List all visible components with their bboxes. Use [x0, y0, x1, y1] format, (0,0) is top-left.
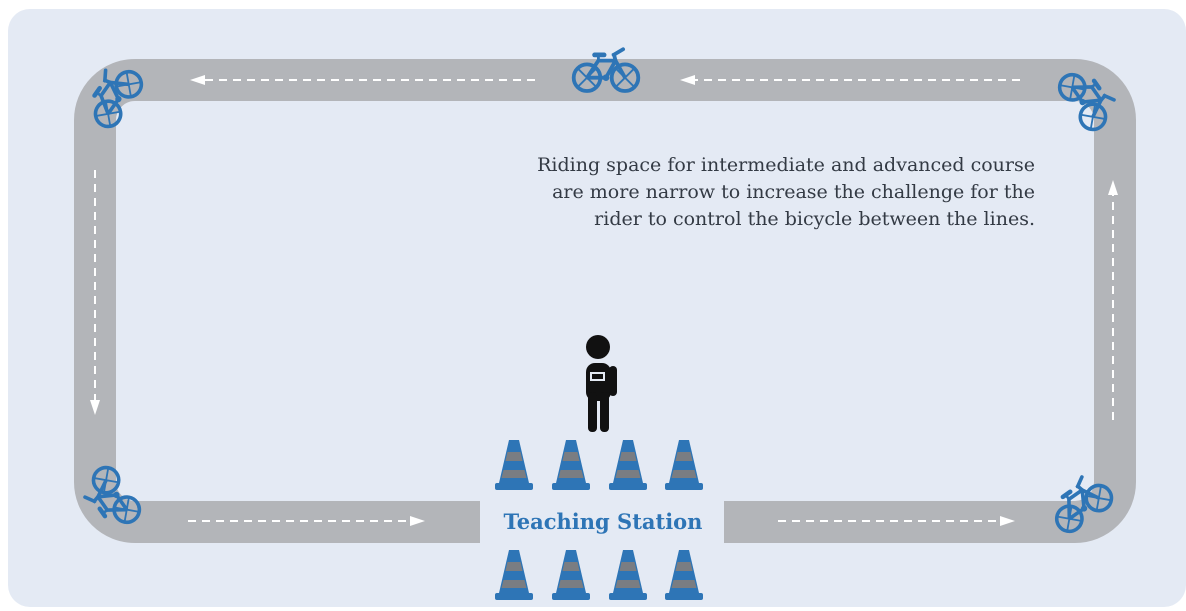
dashed-arrow-bottom-right — [778, 516, 1015, 526]
background-panel — [8, 9, 1186, 607]
caption-line-1: Riding space for intermediate and advanc… — [537, 154, 1035, 176]
teaching-station-label: Teaching Station — [504, 509, 703, 534]
dashed-arrow-top-left — [190, 75, 535, 85]
dashed-arrow-bottom-left — [188, 516, 425, 526]
instructor-icon — [586, 335, 617, 432]
dashed-arrow-top-right — [680, 75, 1020, 85]
caption-line-3: rider to control the bicycle between the… — [594, 208, 1035, 230]
dashed-arrow-left — [90, 170, 100, 415]
dashed-arrow-right — [1108, 180, 1118, 420]
caption-line-2: are more narrow to increase the challeng… — [552, 181, 1035, 203]
teaching-station-gap — [480, 492, 724, 554]
